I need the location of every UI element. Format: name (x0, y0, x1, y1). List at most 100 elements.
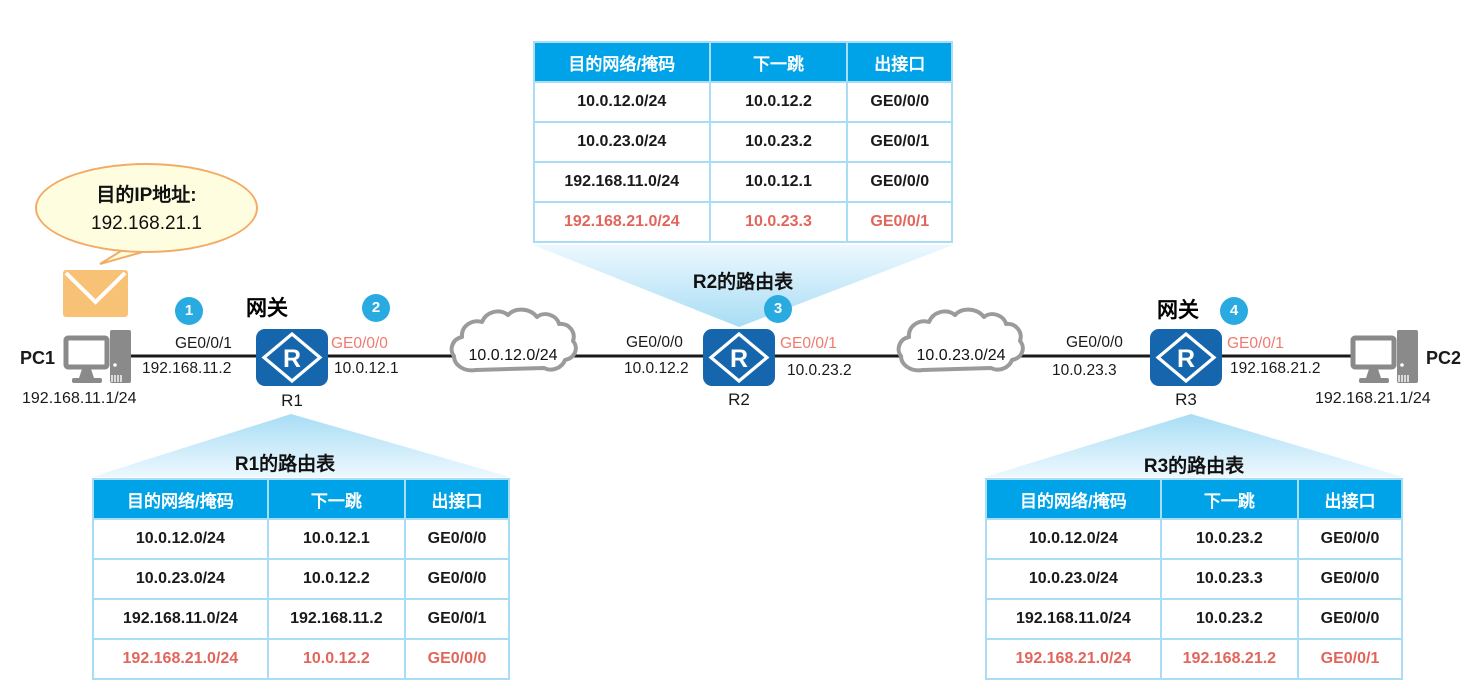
cell-dest: 10.0.12.0/24 (985, 518, 1162, 560)
cell-next-hop: 10.0.12.1 (266, 518, 406, 560)
step-badge-4: 4 (1220, 297, 1248, 325)
cell-dest: 10.0.23.0/24 (985, 558, 1162, 600)
r3-route-table: 目的网络/掩码 下一跳 出接口 10.0.12.0/24 10.0.23.2 G… (985, 478, 1404, 680)
cell-next-hop: 10.0.23.3 (1159, 558, 1299, 600)
cell-out-iface: GE0/0/1 (846, 121, 953, 163)
header-dest: 目的网络/掩码 (985, 478, 1162, 520)
cell-out-iface: GE0/0/0 (846, 81, 953, 123)
cell-dest: 10.0.23.0/24 (92, 558, 269, 600)
ip-label-r2-out: 10.0.23.2 (787, 362, 852, 379)
r3-table-callout-funnel (985, 414, 1403, 477)
r1-route-table: 目的网络/掩码 下一跳 出接口 10.0.12.0/24 10.0.12.1 G… (92, 478, 511, 680)
header-out-iface: 出接口 (846, 41, 953, 83)
pc2-ip-label: 192.168.21.1/24 (1315, 390, 1431, 407)
header-next-hop: 下一跳 (1159, 478, 1299, 520)
ip-label-r3-out: 192.168.21.2 (1230, 360, 1321, 377)
cloud-2-network-label: 10.0.23.0/24 (916, 347, 1006, 364)
pc2-label: PC2 (1426, 348, 1462, 368)
r3-label: R3 (1175, 390, 1197, 409)
r1-table-callout-funnel (92, 414, 510, 477)
gateway-label-right: 网关 (1157, 299, 1199, 322)
cell-dest: 192.168.11.0/24 (985, 598, 1162, 640)
destination-ip-bubble: 目的IP地址: 192.168.21.1 (35, 163, 258, 253)
r2-label: R2 (728, 390, 750, 409)
router-r1-icon: R (256, 329, 328, 386)
cell-out-iface: GE0/0/0 (1296, 558, 1404, 600)
step-badge-3: 3 (764, 295, 792, 323)
bubble-caption: 目的IP地址: (96, 185, 197, 206)
cell-next-hop: 10.0.23.3 (708, 201, 849, 243)
pc1-icon (63, 330, 131, 383)
router-r3-icon: R (1150, 329, 1222, 386)
ip-label-r3-in: 10.0.23.3 (1052, 362, 1117, 379)
table-row-highlighted: 192.168.21.0/24 10.0.12.2 GE0/0/0 (92, 638, 511, 680)
ip-label-r1-lan: 192.168.11.2 (142, 360, 232, 377)
cell-dest: 10.0.12.0/24 (533, 81, 711, 123)
cell-next-hop: 10.0.12.2 (266, 638, 406, 680)
cell-next-hop: 10.0.23.2 (708, 121, 849, 163)
cell-dest: 192.168.21.0/24 (92, 638, 269, 680)
cell-dest: 192.168.21.0/24 (985, 638, 1162, 680)
r2-table-callout-funnel (533, 245, 953, 327)
r1-table-header-row: 目的网络/掩码 下一跳 出接口 (92, 478, 511, 520)
step-badge-1: 1 (175, 297, 203, 325)
table-row: 10.0.12.0/24 10.0.12.2 GE0/0/0 (533, 81, 953, 123)
gateway-label-left: 网关 (246, 297, 288, 320)
envelope-icon (63, 270, 128, 317)
cell-next-hop: 10.0.12.2 (266, 558, 406, 600)
cell-out-iface: GE0/0/1 (1296, 638, 1404, 680)
table-row: 192.168.11.0/24 192.168.11.2 GE0/0/1 (92, 598, 511, 640)
r3-table-title: R3的路由表 (1143, 456, 1245, 477)
table-row: 10.0.23.0/24 10.0.23.2 GE0/0/1 (533, 121, 953, 163)
router-glyph: R (1177, 345, 1195, 373)
cell-dest: 192.168.21.0/24 (533, 201, 711, 243)
cell-out-iface: GE0/0/0 (403, 558, 511, 600)
pc2-icon (1350, 330, 1418, 383)
router-glyph: R (283, 345, 301, 373)
table-row-highlighted: 192.168.21.0/24 192.168.21.2 GE0/0/1 (985, 638, 1404, 680)
r2-table-header-row: 目的网络/掩码 下一跳 出接口 (533, 41, 953, 83)
cloud-1-network-label: 10.0.12.0/24 (468, 347, 558, 364)
router-r2-icon: R (703, 329, 775, 386)
header-out-iface: 出接口 (1296, 478, 1404, 520)
cell-dest: 10.0.23.0/24 (533, 121, 711, 163)
cell-out-iface: GE0/0/0 (403, 638, 511, 680)
r1-label: R1 (281, 391, 303, 410)
cell-next-hop: 10.0.12.2 (708, 81, 849, 123)
cell-next-hop: 10.0.12.1 (708, 161, 849, 203)
table-row: 192.168.11.0/24 10.0.23.2 GE0/0/0 (985, 598, 1404, 640)
cell-out-iface: GE0/0/0 (403, 518, 511, 560)
r2-route-table: 目的网络/掩码 下一跳 出接口 10.0.12.0/24 10.0.12.2 G… (533, 41, 953, 243)
cell-next-hop: 10.0.23.2 (1159, 598, 1299, 640)
cell-dest: 10.0.12.0/24 (92, 518, 269, 560)
cell-dest: 192.168.11.0/24 (533, 161, 711, 203)
iface-label-r2-in: GE0/0/0 (626, 334, 683, 351)
header-dest: 目的网络/掩码 (533, 41, 711, 83)
table-row: 10.0.23.0/24 10.0.12.2 GE0/0/0 (92, 558, 511, 600)
header-dest: 目的网络/掩码 (92, 478, 269, 520)
cell-out-iface: GE0/0/1 (403, 598, 511, 640)
header-out-iface: 出接口 (403, 478, 511, 520)
r3-table-header-row: 目的网络/掩码 下一跳 出接口 (985, 478, 1404, 520)
step-badge-2: 2 (362, 294, 390, 322)
header-next-hop: 下一跳 (266, 478, 406, 520)
header-next-hop: 下一跳 (708, 41, 849, 83)
cell-out-iface: GE0/0/0 (1296, 598, 1404, 640)
table-row-highlighted: 192.168.21.0/24 10.0.23.3 GE0/0/1 (533, 201, 953, 243)
pc1-label: PC1 (20, 348, 56, 368)
iface-label-r1-out: GE0/0/0 (331, 335, 388, 352)
table-row: 10.0.12.0/24 10.0.12.1 GE0/0/0 (92, 518, 511, 560)
iface-label-r2-out: GE0/0/1 (780, 335, 837, 352)
iface-label-r3-in: GE0/0/0 (1066, 334, 1123, 351)
cell-out-iface: GE0/0/0 (1296, 518, 1404, 560)
cell-next-hop: 192.168.21.2 (1159, 638, 1299, 680)
cell-dest: 192.168.11.0/24 (92, 598, 269, 640)
cell-out-iface: GE0/0/1 (846, 201, 953, 243)
cell-next-hop: 192.168.11.2 (266, 598, 406, 640)
bubble-ip-value: 192.168.21.1 (91, 213, 202, 234)
ip-label-r2-in: 10.0.12.2 (624, 360, 689, 377)
cell-next-hop: 10.0.23.2 (1159, 518, 1299, 560)
ip-label-r1-out: 10.0.12.1 (334, 360, 399, 377)
table-row: 10.0.12.0/24 10.0.23.2 GE0/0/0 (985, 518, 1404, 560)
